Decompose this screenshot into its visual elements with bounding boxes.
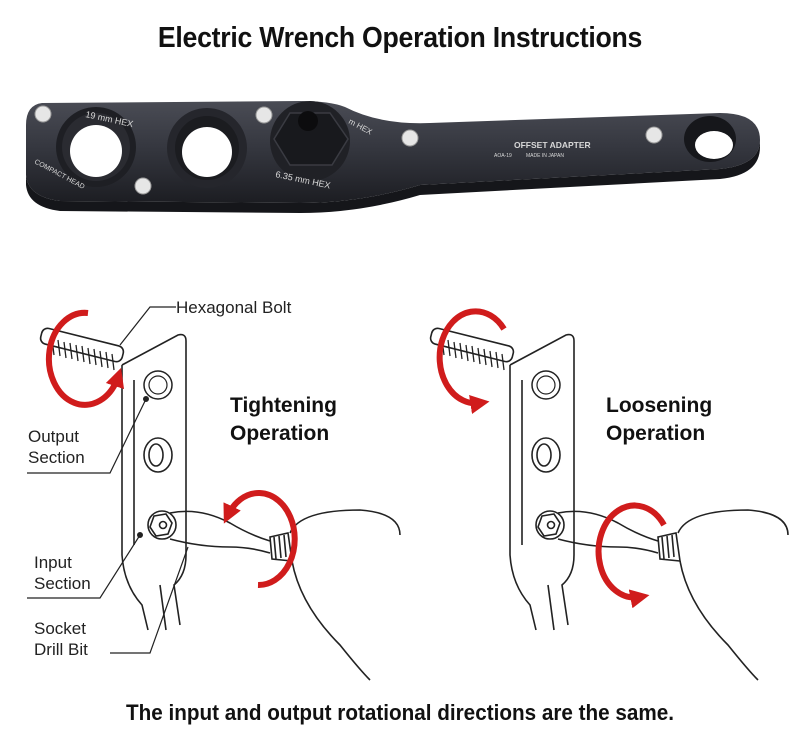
label-output-line2: Section	[28, 448, 85, 467]
leader-input	[27, 534, 141, 599]
label-bit-line2: Drill Bit	[34, 640, 88, 659]
label-output-line1: Output	[28, 427, 80, 446]
engraving-product-name: OFFSET ADAPTER	[514, 140, 591, 150]
adapter-plate-outline	[121, 333, 187, 631]
label-bit-line1: Socket	[34, 619, 86, 638]
leader-output	[27, 398, 147, 474]
offset-adapter-photo: 19 mm HEX COMPACT HEAD 6.35 mm HEX m HEX…	[26, 101, 760, 213]
heading-tightening-line2: Operation	[230, 422, 330, 445]
page-title: Electric Wrench Operation Instructions	[157, 22, 643, 54]
tightening-diagram	[27, 306, 401, 681]
label-input-line1: Input	[34, 553, 72, 572]
label-output-section: Output Section	[28, 426, 85, 468]
heading-tightening-operation: Tightening Operation	[230, 392, 337, 448]
label-input-section: Input Section	[34, 552, 91, 594]
heading-loosening-operation: Loosening Operation	[606, 392, 712, 448]
footer-caption: The input and output rotational directio…	[125, 700, 675, 725]
heading-loosening-line2: Operation	[606, 422, 706, 445]
rivets	[34, 105, 663, 195]
heading-loosening-line1: Loosening	[606, 394, 713, 417]
output-rotation-arrow-ccw	[436, 308, 507, 414]
socket-19mm	[56, 107, 136, 187]
output-rotation-arrow-cw	[45, 309, 125, 408]
middle-hole	[167, 108, 247, 188]
leader-bolt	[119, 306, 176, 346]
loosening-diagram	[429, 327, 789, 681]
input-hex-nut	[270, 101, 350, 181]
label-socket-drill-bit: Socket Drill Bit	[34, 618, 88, 660]
heading-tightening-line1: Tightening	[230, 394, 337, 417]
label-hexagonal-bolt: Hexagonal Bolt	[176, 298, 292, 317]
input-rotation-arrow-ccw	[595, 502, 667, 609]
end-hole	[684, 116, 736, 162]
label-input-line2: Section	[34, 574, 91, 593]
engraving-origin: MADE IN JAPAN	[526, 153, 564, 159]
operation-diagrams	[27, 306, 789, 681]
input-rotation-arrow-cw	[223, 490, 298, 589]
engraving-model: AOA-19	[494, 153, 512, 159]
leader-bit	[110, 546, 189, 654]
